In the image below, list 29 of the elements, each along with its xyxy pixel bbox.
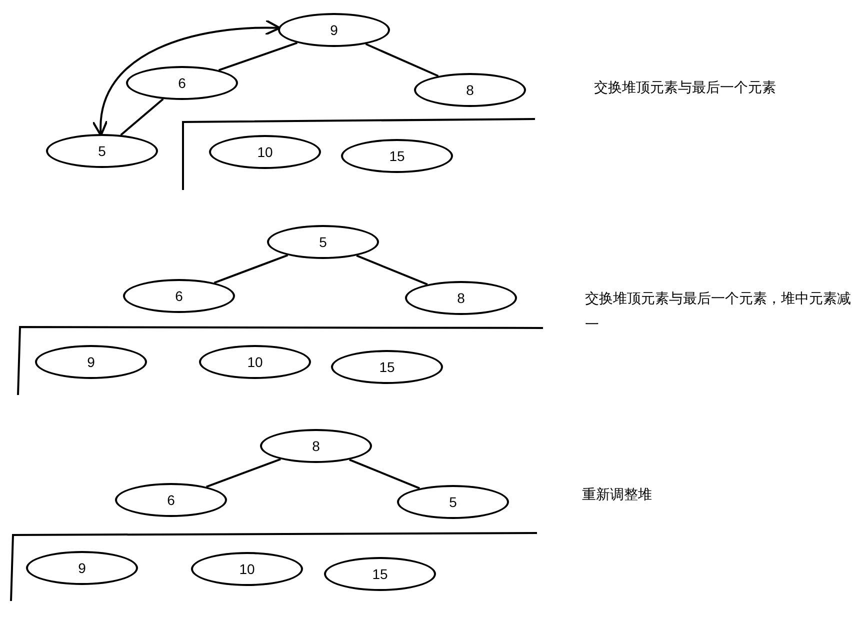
heap-node: 8 xyxy=(405,281,517,315)
heap-node: 15 xyxy=(331,350,443,384)
heap-node: 9 xyxy=(26,551,138,585)
heap-node: 6 xyxy=(126,66,238,100)
heap-node: 5 xyxy=(267,225,379,259)
heap-node: 9 xyxy=(35,345,147,379)
heap-node: 10 xyxy=(199,345,311,379)
tree-edge xyxy=(214,254,288,284)
heap-node: 15 xyxy=(341,139,453,173)
step-note: 重新调整堆 xyxy=(582,486,653,505)
heap-node: 10 xyxy=(209,135,321,169)
heap-node: 10 xyxy=(191,552,303,586)
step-note: 交换堆顶元素与最后一个元素 xyxy=(594,79,777,98)
heap-node: 9 xyxy=(278,13,390,47)
tree-edge xyxy=(356,254,428,286)
heap-node: 5 xyxy=(46,134,158,168)
tree-edge xyxy=(120,98,164,136)
tree-edge xyxy=(218,42,298,72)
heap-node: 8 xyxy=(414,73,526,107)
heap-node: 15 xyxy=(324,557,436,591)
step-note: 交换堆顶元素与最后一个元素，堆中元素减一 xyxy=(585,290,852,335)
tree-edge xyxy=(206,458,281,488)
heap-node: 5 xyxy=(397,485,509,519)
heap-node: 6 xyxy=(123,279,235,313)
tree-edge xyxy=(365,43,439,77)
swap-arrow xyxy=(93,20,281,136)
heap-node: 8 xyxy=(260,429,372,463)
heap-node: 6 xyxy=(115,483,227,517)
tree-edge xyxy=(349,458,420,490)
